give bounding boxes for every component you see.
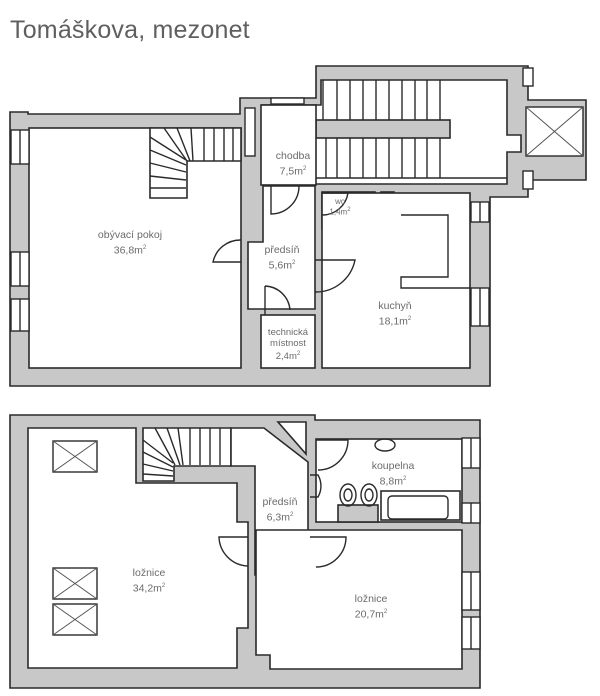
room-area: 36,8m xyxy=(113,244,143,257)
label-predsin-2: předsíň 6,3m2 xyxy=(262,496,297,525)
skylight-1 xyxy=(52,440,98,473)
label-predsin-1: předsíň 5,6m2 xyxy=(264,244,299,273)
label-wc: wc 1,4m2 xyxy=(329,197,350,217)
room-name: předsíň xyxy=(264,244,300,256)
room-area: 20,7m xyxy=(354,608,384,621)
skylight-2 xyxy=(52,567,98,600)
unit-sup: 2 xyxy=(347,207,351,213)
label-loznice-2: ložnice 20,7m2 xyxy=(355,593,388,622)
stairs-upper xyxy=(142,427,221,477)
label-koupelna: koupelna 8,8m2 xyxy=(372,460,415,489)
room-name: wc xyxy=(335,197,345,206)
room-area: 34,2m xyxy=(132,582,162,595)
skylight-3 xyxy=(52,603,98,636)
room-name: chodba xyxy=(275,150,311,162)
label-loznice-1: ložnice 34,2m2 xyxy=(133,567,166,596)
unit-sup: 2 xyxy=(290,512,294,518)
room-area: 6,3m xyxy=(266,511,290,524)
unit-sup: 2 xyxy=(383,609,388,615)
unit-sup: 2 xyxy=(296,351,301,357)
stairs-main-lower xyxy=(325,138,441,178)
room-area: 5,6m xyxy=(268,259,292,272)
label-chodba: chodba 7,5m2 xyxy=(276,150,310,179)
unit-sup: 2 xyxy=(407,316,412,322)
label-technicka-mistnost: technická místnost 2,4m2 xyxy=(268,327,308,362)
room-predsin-1 xyxy=(247,185,316,310)
unit-sup: 2 xyxy=(403,476,407,482)
room-kuchyn xyxy=(321,192,471,369)
room-obyvaci-pokoj xyxy=(28,127,242,369)
plan-title: Tomáškova, mezonet xyxy=(10,16,250,44)
room-technicka-mistnost xyxy=(260,314,316,369)
room-chodba xyxy=(260,104,317,186)
room-name-line2: místnost xyxy=(270,338,306,349)
room-name: ložnice xyxy=(354,593,388,605)
label-kuchyn: kuchyň 18,1m2 xyxy=(378,300,411,329)
room-area: 2,4m xyxy=(275,351,297,363)
unit-sup: 2 xyxy=(302,166,307,172)
stairs-living xyxy=(149,127,234,189)
room-area: 1,4m xyxy=(329,207,348,217)
upper-floor xyxy=(9,414,481,689)
room-loznice-2 xyxy=(255,529,463,670)
room-area: 18,1m xyxy=(378,315,408,328)
label-obyvaci-pokoj: obývací pokoj 36,8m2 xyxy=(98,229,162,258)
room-name: obývací pokoj xyxy=(97,229,163,241)
room-name: koupelna xyxy=(371,460,415,472)
room-area: 7,5m xyxy=(279,165,303,178)
lower-floor xyxy=(9,65,587,387)
room-area: 8,8m xyxy=(379,475,403,488)
room-name: ložnice xyxy=(132,567,166,579)
unit-sup: 2 xyxy=(142,245,147,251)
unit-sup: 2 xyxy=(292,260,296,266)
room-name: předsíň xyxy=(262,496,298,508)
stairs-main-upper xyxy=(322,80,441,120)
unit-sup: 2 xyxy=(161,583,166,589)
room-name: kuchyň xyxy=(378,300,412,312)
room-name-line1: technická xyxy=(267,327,309,338)
